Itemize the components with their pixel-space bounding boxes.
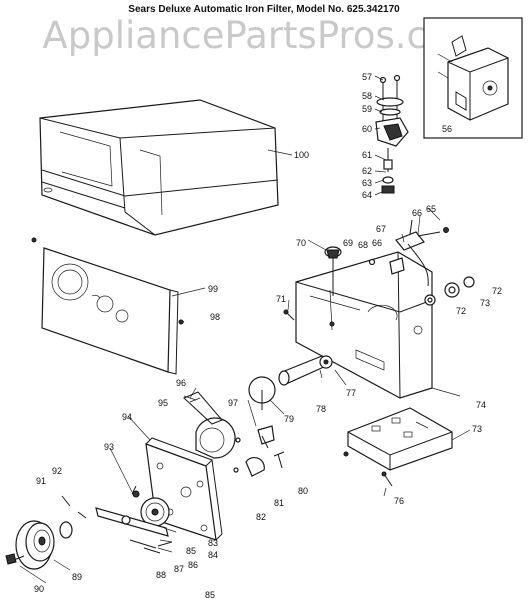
callout-67: 67 <box>376 224 386 234</box>
callout-60: 60 <box>362 124 372 134</box>
callout-66b: 66 <box>372 238 382 248</box>
parts-83-93-gear-train <box>95 485 173 554</box>
callout-58: 58 <box>362 91 372 101</box>
callout-90: 90 <box>34 584 44 594</box>
callout-98: 98 <box>210 312 220 322</box>
callout-91: 91 <box>36 476 46 486</box>
callout-81: 81 <box>274 498 284 508</box>
parts-95-97-motor-assembly <box>183 391 285 477</box>
callout-70: 70 <box>296 238 306 248</box>
callout-87: 87 <box>174 564 184 574</box>
callout-66a: 66 <box>412 208 422 218</box>
callout-59: 59 <box>362 104 372 114</box>
callout-77: 77 <box>346 388 356 398</box>
part-99-front-panel <box>31 237 206 375</box>
callout-71: 71 <box>276 294 286 304</box>
callout-56: 56 <box>442 124 452 134</box>
callout-68: 68 <box>358 240 368 250</box>
callout-86: 86 <box>188 560 198 570</box>
callout-73b: 73 <box>472 424 482 434</box>
callout-74: 74 <box>476 400 486 410</box>
parts-89-92-control-knob <box>5 495 87 570</box>
callout-92: 92 <box>52 466 62 476</box>
callout-62: 62 <box>362 166 372 176</box>
callout-100: 100 <box>294 150 309 160</box>
callout-94: 94 <box>122 412 132 422</box>
callout-95: 95 <box>158 398 168 408</box>
callout-labels: 56 57 58 59 60 61 62 63 64 65 66 67 68 6… <box>34 72 502 594</box>
callout-83: 83 <box>208 538 218 548</box>
callout-99: 99 <box>208 284 218 294</box>
callout-73a: 73 <box>480 298 490 308</box>
callout-61: 61 <box>362 150 372 160</box>
callout-80: 80 <box>298 486 308 496</box>
callout-96: 96 <box>176 378 186 388</box>
watermark: AppliancePartsPros.com <box>42 14 485 57</box>
part-74-chassis-bracket <box>295 251 433 399</box>
callout-64: 64 <box>362 190 372 200</box>
callout-93: 93 <box>104 442 114 452</box>
callout-88: 88 <box>156 570 166 580</box>
callout-82: 82 <box>256 512 266 522</box>
parts-65-70-hardware <box>324 219 475 306</box>
callout-57: 57 <box>362 72 372 82</box>
part-73-base-plate <box>347 407 471 471</box>
parts-57-64-switch-stack <box>375 74 409 194</box>
part-56-timer-motor-inset <box>423 17 523 139</box>
callout-63: 63 <box>362 178 372 188</box>
callout-76: 76 <box>394 496 404 506</box>
callout-69: 69 <box>343 238 353 248</box>
callout-84: 84 <box>208 550 218 560</box>
callout-leader-lines <box>19 75 461 584</box>
callout-72b: 72 <box>456 306 466 316</box>
part-76-screw <box>343 451 393 487</box>
callout-89: 89 <box>72 572 82 582</box>
diagram-title: Sears Deluxe Automatic Iron Filter, Mode… <box>128 4 400 15</box>
callout-78: 78 <box>316 404 326 414</box>
callout-97: 97 <box>228 398 238 408</box>
callout-72a: 72 <box>492 286 502 296</box>
page-number: 85 <box>205 590 215 600</box>
callout-85: 85 <box>186 546 196 556</box>
callout-79: 79 <box>284 414 294 424</box>
parts-77-79-cam-shaft <box>248 355 347 410</box>
part-71-screw <box>283 309 295 321</box>
callout-65: 65 <box>426 204 436 214</box>
part-100-cover <box>39 99 293 236</box>
